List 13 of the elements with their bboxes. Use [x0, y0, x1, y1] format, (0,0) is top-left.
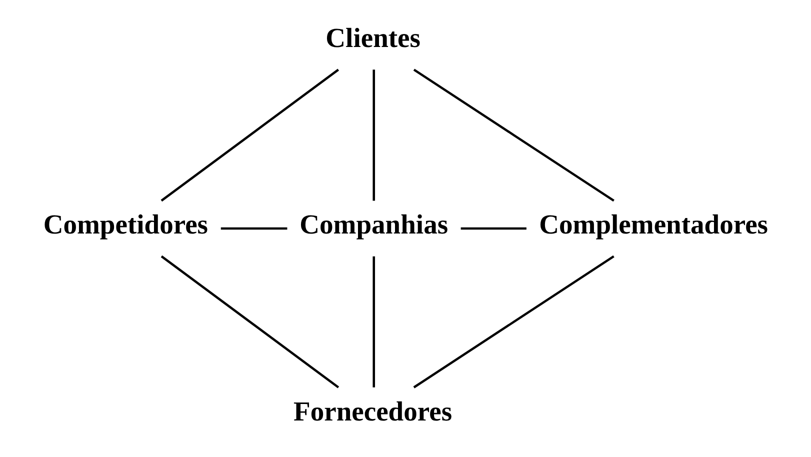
- connector: [160, 255, 339, 388]
- connector: [412, 68, 614, 202]
- connector: [220, 227, 287, 230]
- node-text: Complementadores: [538, 208, 768, 240]
- connector: [372, 70, 375, 201]
- connector: [160, 68, 339, 202]
- node-text: Competidores: [42, 208, 208, 240]
- node-text: Fornecedores: [293, 395, 452, 426]
- connector: [372, 256, 375, 388]
- node-text: Companhias: [299, 208, 448, 240]
- connector: [412, 255, 614, 388]
- connector: [460, 227, 526, 230]
- node-text: Clientes: [325, 22, 420, 54]
